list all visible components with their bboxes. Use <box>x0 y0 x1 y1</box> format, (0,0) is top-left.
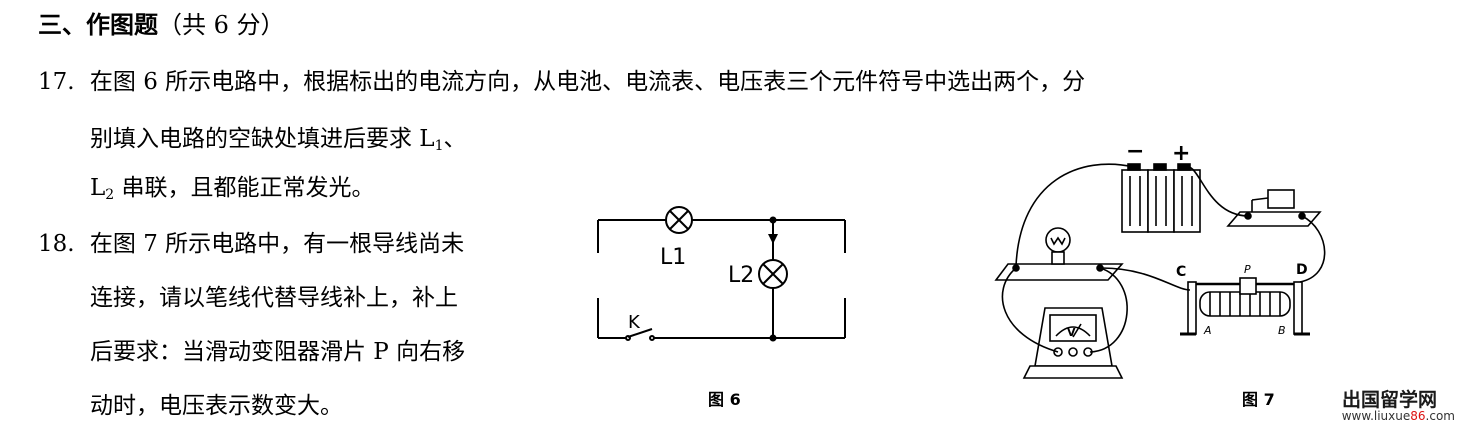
lamp-l1-icon <box>665 206 693 234</box>
knife-switch-icon <box>1226 189 1322 227</box>
fig6-switch-label: K <box>628 312 641 333</box>
wire-switch-rheostat <box>1299 215 1326 283</box>
rheostat-d-label: D <box>1296 262 1308 278</box>
battery-minus-label: − <box>1126 140 1144 164</box>
junction-top <box>769 216 777 224</box>
watermark-brand: 出国留学网 <box>1341 389 1437 411</box>
switch-contact-right <box>649 335 655 341</box>
section-heading: 三、作图题（共 6 分） <box>38 8 285 42</box>
lamp-l2-icon <box>758 259 788 289</box>
q18-line-3: 后要求：当滑动变阻器滑片 P 向右移 <box>90 339 466 365</box>
q17-line-2: 别填入电路的空缺处填进后要求 L1、 <box>90 123 467 162</box>
q17-number: 17. <box>38 69 75 95</box>
battery-pack-icon <box>1121 163 1201 233</box>
q18-text-1: 在图 7 所示电路中，有一根导线尚未 <box>89 231 465 257</box>
wire-battery-switch <box>1183 165 1249 217</box>
section-title: 三、作图题 <box>38 11 158 39</box>
q17-line-1: 17. 在图 6 所示电路中，根据标出的电流方向，从电池、电流表、电压表三个元件… <box>38 66 1085 98</box>
wire-rheostat-lamp <box>1101 267 1191 291</box>
watermark-url-prefix: www.liuxue <box>1341 409 1411 423</box>
q17-text-2-end: 、 <box>443 126 467 152</box>
junction-bottom <box>769 334 777 342</box>
figure-7-apparatus: − + V <box>994 140 1326 379</box>
rheostat-b-label: B <box>1278 324 1286 337</box>
wire-lamp-voltmeter-left <box>1001 267 1059 353</box>
q18-line-1: 18. 在图 7 所示电路中，有一根导线尚未 <box>38 228 464 260</box>
switch-blade <box>627 328 653 338</box>
lamp-on-base-icon <box>994 227 1124 281</box>
q17-line-3: L2 串联，且都能正常发光。 <box>90 172 375 211</box>
rheostat-c-label: C <box>1176 264 1186 280</box>
q17-text-3-end: 串联，且都能正常发光。 <box>114 175 375 201</box>
wire-lamp-voltmeter-right <box>1089 267 1128 353</box>
rheostat-p-label: P <box>1244 263 1251 276</box>
figure-6-circuit: L1 L2 K <box>597 206 846 342</box>
q17-text-2: 别填入电路的空缺处填进后要求 L <box>90 126 435 152</box>
rheostat-icon <box>1180 277 1310 336</box>
figure-7-caption: 图 7 <box>1242 390 1275 409</box>
voltmeter-icon: V <box>1022 307 1124 379</box>
q18-number: 18. <box>38 231 75 257</box>
fig6-l2-label: L2 <box>728 263 754 288</box>
rheostat-a-label: A <box>1203 324 1212 337</box>
current-arrow-icon <box>768 234 778 244</box>
q17-subscript-2: 2 <box>105 187 115 203</box>
watermark-url-number: 86 <box>1410 409 1426 423</box>
watermark-url-suffix: .com <box>1425 409 1455 423</box>
section-score: （共 6 分） <box>158 11 285 39</box>
q17-text-1: 在图 6 所示电路中，根据标出的电流方向，从电池、电流表、电压表三个元件符号中选… <box>89 69 1086 95</box>
q17-subscript-1: 1 <box>434 138 444 154</box>
battery-plus-label: + <box>1172 141 1190 166</box>
q17-text-3: L <box>90 175 106 201</box>
watermark-url: www.liuxue86.com <box>1342 409 1455 423</box>
q18-line-4: 动时，电压表示数变大。 <box>90 393 343 419</box>
fig6-l1-label: L1 <box>660 245 686 270</box>
q18-line-2: 连接，请以笔线代替导线补上，补上 <box>90 285 458 311</box>
voltmeter-v-label: V <box>1067 326 1076 339</box>
wire-battery-lamp <box>1015 163 1135 267</box>
figure-6-caption: 图 6 <box>708 390 741 409</box>
